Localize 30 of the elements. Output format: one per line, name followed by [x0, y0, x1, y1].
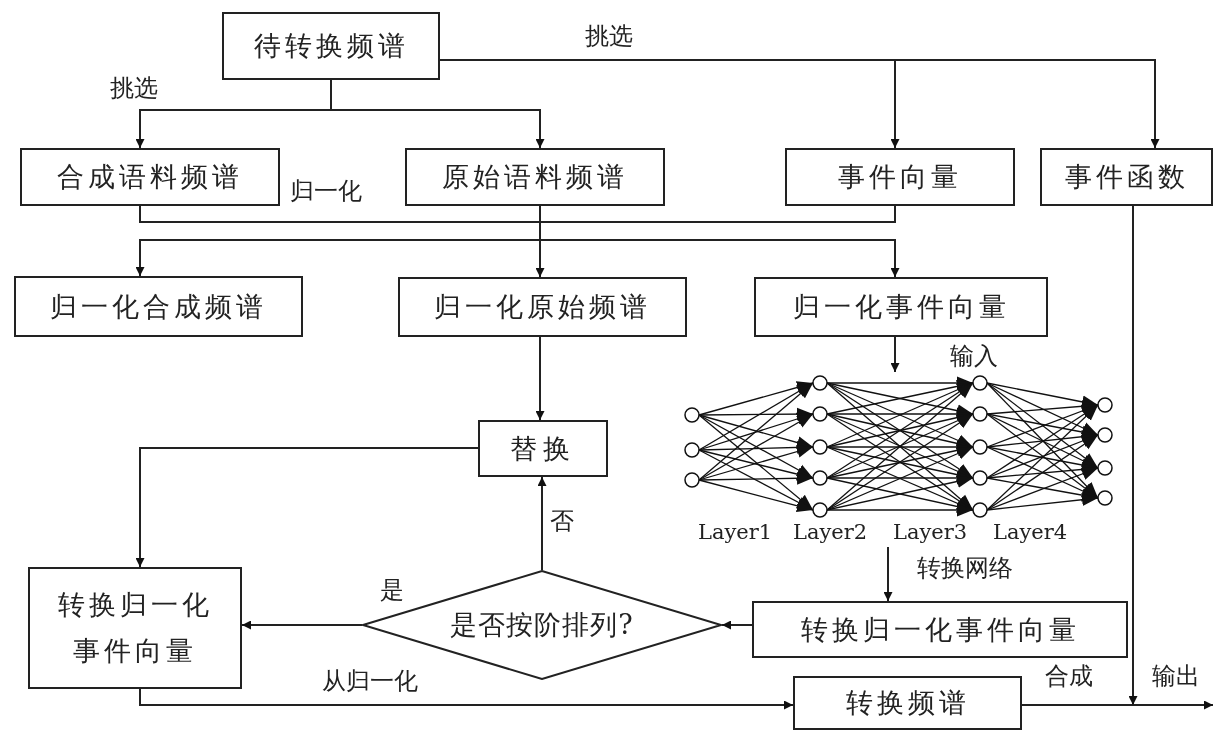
arrow — [535, 205, 545, 278]
process-box: 转换归一化事件向量 — [752, 601, 1128, 658]
arrow — [721, 620, 753, 630]
arrow — [535, 336, 545, 421]
process-box: 归一化原始频谱 — [398, 277, 687, 337]
arrow — [539, 205, 900, 278]
process-box: 替换 — [478, 420, 608, 477]
process-box: 合成语料频谱 — [20, 148, 280, 206]
process-box: 原始语料频谱 — [405, 148, 665, 206]
arrow — [890, 336, 900, 373]
layer-label: Layer2 — [793, 520, 868, 544]
arrow — [883, 546, 893, 602]
arrow — [1021, 700, 1214, 710]
arrow — [330, 79, 545, 149]
arrow — [241, 620, 363, 630]
process-box: 转换频谱 — [793, 676, 1022, 730]
process-box: 待转换频谱 — [222, 12, 440, 80]
layer-label: Layer3 — [893, 520, 968, 544]
arrow — [139, 688, 794, 710]
layer-label: Layer4 — [993, 520, 1068, 544]
arrow — [135, 205, 541, 277]
process-box: 转换归一化事件向量 — [28, 567, 242, 689]
process-box: 事件函数 — [1040, 148, 1213, 206]
process-box: 归一化合成频谱 — [14, 276, 303, 337]
layer-label: Layer1 — [698, 520, 773, 544]
arrow — [1128, 205, 1138, 706]
arrow — [135, 447, 479, 568]
process-box: 事件向量 — [785, 148, 1015, 206]
process-box: 归一化事件向量 — [754, 277, 1048, 337]
arrow — [537, 476, 547, 571]
